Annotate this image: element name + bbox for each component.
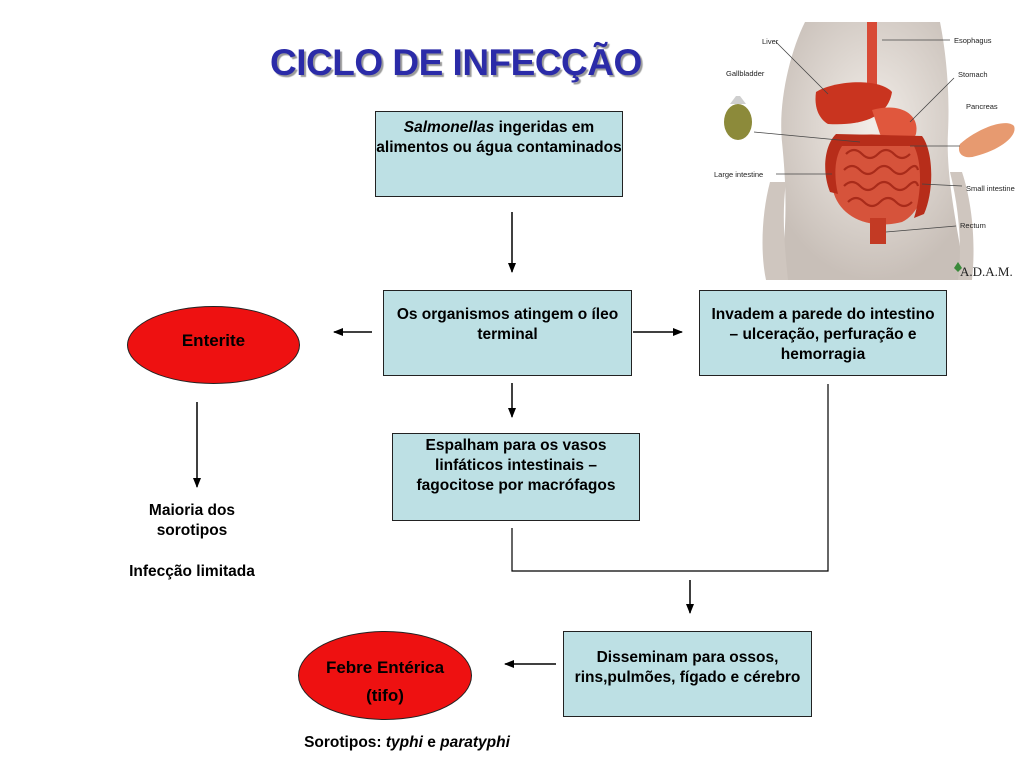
disseminate-box: Disseminam para ossos, rins,pulmões, fíg… xyxy=(563,631,812,717)
page-title: CICLO DE INFECÇÃO xyxy=(270,42,642,83)
salmonella-italic: Salmonellas xyxy=(403,119,495,136)
invade-box: Invadem a parede do intestino – ulceraçã… xyxy=(699,290,947,376)
small-intestine-label: Small intestine xyxy=(966,184,1015,193)
liver-shape xyxy=(815,82,892,125)
pancreas-shape xyxy=(958,123,1015,158)
adam-logo: A.D.A.M. xyxy=(960,264,1013,279)
serotype-typhi: typhi xyxy=(385,734,423,751)
adam-leaf-icon xyxy=(954,262,962,272)
large-intestine-shape xyxy=(825,134,932,218)
serotypes-prefix: Sorotipos: xyxy=(304,734,386,751)
serotypes-note: Sorotipos: typhi e paratyphi xyxy=(262,733,552,753)
stomach-label: Stomach xyxy=(958,70,988,79)
small-intestine-shape xyxy=(830,134,928,225)
connector-lymph-invade xyxy=(511,384,829,572)
rectum-label: Rectum xyxy=(960,221,986,230)
enteric-fever-label: Febre Entérica xyxy=(325,658,445,677)
pancreas-label: Pancreas xyxy=(966,102,998,111)
enteritis-ellipse: Enterite xyxy=(127,306,300,384)
gallbladder-shape xyxy=(724,104,752,140)
typhus-label: (tifo) xyxy=(366,686,404,705)
serotypes-and: e xyxy=(422,734,441,751)
gallbladder-label: Gallbladder xyxy=(726,69,765,78)
ingestion-text: ingeridas em alimentos ou água contamina… xyxy=(376,119,622,156)
rectum-shape xyxy=(870,218,886,244)
digestive-anatomy-illustration: Liver Esophagus Gallbladder Stomach Panc… xyxy=(714,22,1015,280)
most-serotypes-note: Maioria dos sorotipos xyxy=(148,502,236,539)
enteric-fever-ellipse: Febre Entérica (tifo) xyxy=(298,631,472,720)
limited-infection-note: Infecção limitada xyxy=(129,563,255,580)
enteritis-label: Enterite xyxy=(181,331,246,350)
liver-label: Liver xyxy=(762,37,779,46)
esophagus-label: Esophagus xyxy=(954,36,992,45)
ingestion-box: Salmonellas ingeridas em alimentos ou ág… xyxy=(375,111,623,197)
lymph-box: Espalham para os vasos linfáticos intest… xyxy=(392,433,640,521)
serotype-paratyphi: paratyphi xyxy=(440,734,510,751)
ileum-box: Os organismos atingem o íleo terminal xyxy=(383,290,632,376)
large-intestine-label: Large intestine xyxy=(714,170,763,179)
